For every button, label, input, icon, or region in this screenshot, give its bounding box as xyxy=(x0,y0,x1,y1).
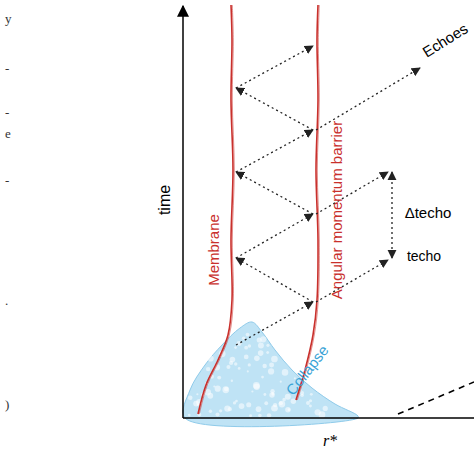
cloud-texture xyxy=(229,361,233,365)
interval-bracket xyxy=(391,172,392,258)
cloud-texture xyxy=(269,392,274,397)
cloud-texture xyxy=(213,385,215,387)
cloud-texture xyxy=(226,365,230,369)
cloud-texture xyxy=(246,402,251,407)
cloud-texture xyxy=(282,369,289,376)
cloud-texture xyxy=(256,406,262,412)
cloud-texture xyxy=(248,344,251,347)
cloud-texture xyxy=(244,354,249,359)
cloud-texture xyxy=(263,393,266,396)
cloud-texture xyxy=(323,406,328,411)
cloud-texture xyxy=(254,356,260,362)
cloud-texture xyxy=(309,404,312,407)
membrane-curve xyxy=(199,5,234,414)
echo-ray xyxy=(316,68,420,130)
cloud-texture xyxy=(234,346,237,349)
cloud-texture xyxy=(248,363,251,366)
cloud-texture xyxy=(188,395,193,400)
cloud-texture xyxy=(219,409,222,412)
echo-ray xyxy=(236,46,313,88)
cloud-texture xyxy=(300,391,304,395)
time-label: techo xyxy=(407,249,441,263)
cloud-texture xyxy=(231,380,233,382)
cloud-texture xyxy=(244,346,248,350)
echo-ray xyxy=(236,214,313,258)
cloud-texture xyxy=(217,376,221,380)
cloud-texture xyxy=(215,412,219,416)
curve-label: Membrane xyxy=(206,214,221,286)
cloud-texture xyxy=(306,401,310,405)
cloud-texture xyxy=(280,381,282,383)
cloud-texture xyxy=(257,337,262,342)
axis-label: r* xyxy=(323,433,337,449)
cut-text: e xyxy=(5,127,11,140)
cloud-texture xyxy=(208,355,214,361)
cloud-texture xyxy=(271,356,278,363)
cloud-texture xyxy=(269,363,274,368)
cloud-texture xyxy=(266,351,269,354)
cloud-texture xyxy=(262,364,266,368)
axis-label: time xyxy=(157,185,173,215)
barrier-curve xyxy=(296,5,318,400)
cloud-texture xyxy=(273,403,277,407)
cut-text: - xyxy=(5,62,9,75)
cloud-texture xyxy=(267,413,271,417)
echo-ray xyxy=(236,130,313,172)
r-axis xyxy=(183,417,474,419)
curve-label: Angular momentum barrier xyxy=(329,121,344,299)
cloud-texture xyxy=(238,367,241,370)
cut-text: - xyxy=(5,174,9,187)
cloud-texture xyxy=(206,367,210,371)
echo-ray xyxy=(236,88,313,130)
cloud-texture xyxy=(258,343,264,349)
cut-text: - xyxy=(5,106,9,119)
echo-label: Echoes xyxy=(420,20,470,59)
cloud-texture xyxy=(258,414,262,418)
cloud-texture xyxy=(234,362,237,365)
cloud-texture xyxy=(266,344,269,347)
cloud-texture xyxy=(249,414,252,417)
echo-ray xyxy=(236,172,313,214)
cloud-texture xyxy=(209,410,212,413)
collapse-cloud xyxy=(183,322,358,427)
cloud-texture xyxy=(261,376,264,379)
cloud-texture xyxy=(233,401,236,404)
cloud-texture xyxy=(282,398,286,402)
dashed-ray xyxy=(398,382,474,414)
barrier-curve xyxy=(297,5,319,400)
cloud-texture xyxy=(279,401,286,408)
cloud-texture xyxy=(239,403,245,409)
cloud-texture xyxy=(258,350,264,356)
cloud-texture xyxy=(228,407,232,411)
cloud-texture xyxy=(268,368,274,374)
echo-ray xyxy=(236,302,313,345)
cloud-texture xyxy=(254,384,260,390)
cut-text: ) xyxy=(5,398,9,411)
cut-text: . xyxy=(5,294,8,307)
cloud-texture xyxy=(264,401,268,405)
cloud-texture xyxy=(188,414,191,417)
cloud-texture xyxy=(319,411,326,418)
echo-ray xyxy=(316,260,388,302)
cloud-texture xyxy=(246,333,250,337)
cloud-texture xyxy=(271,392,274,395)
cloud-texture xyxy=(196,393,198,395)
cloud-texture xyxy=(285,407,291,413)
time-axis xyxy=(182,6,184,418)
membrane-curve xyxy=(198,5,233,414)
echo-ray xyxy=(236,258,313,302)
echo-ray xyxy=(316,172,388,214)
interval-label: Δtecho xyxy=(405,205,452,220)
cloud-texture xyxy=(247,370,249,372)
cut-text: y xyxy=(5,12,12,25)
cloud-texture xyxy=(251,390,253,392)
cloud-texture xyxy=(215,386,221,392)
cloud-texture xyxy=(310,393,313,396)
cloud-texture xyxy=(222,386,229,393)
cloud-texture xyxy=(291,399,296,404)
